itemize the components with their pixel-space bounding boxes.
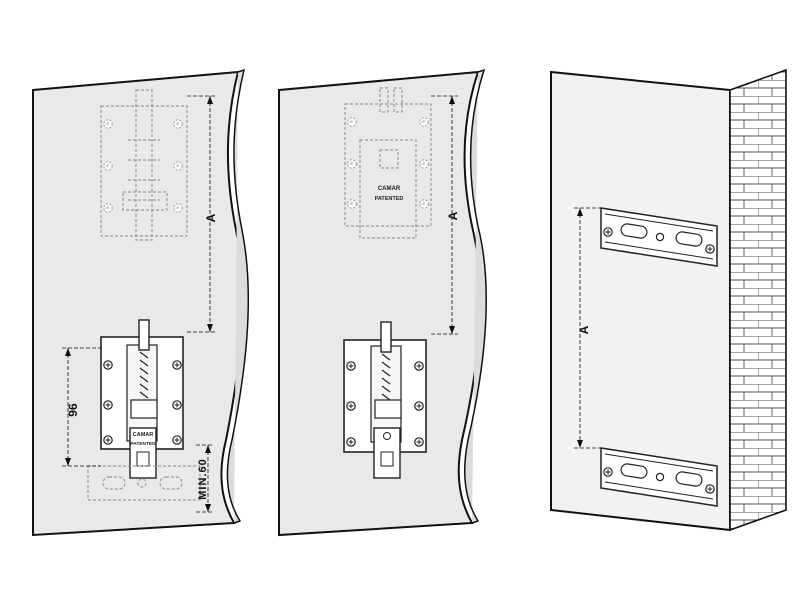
mounted-hanger-left: CAMAR PATENTED xyxy=(100,319,184,479)
dimension-a-left: A xyxy=(187,95,218,333)
ghost-hanger-middle xyxy=(344,87,432,239)
rail-top xyxy=(600,207,718,267)
dimension-min60-label: MIN.60 xyxy=(197,458,209,499)
dimension-min60: MIN.60 xyxy=(196,444,214,513)
rail-bottom xyxy=(600,447,718,507)
ghost-hanger-left xyxy=(100,89,188,241)
panel-left: CAMAR PATENTED A 96 MIN.60 xyxy=(32,68,250,537)
brick-wall xyxy=(729,68,787,532)
mounted-hanger-middle xyxy=(343,321,427,479)
panel-left-edge xyxy=(226,68,250,524)
dimension-96: 96 xyxy=(62,347,101,467)
dimension-96-label: 96 xyxy=(66,403,80,417)
patented-label-ghost-middle: PATENTED xyxy=(375,196,404,202)
patented-label-left: PATENTED xyxy=(130,441,156,447)
dimension-a-label-left: A xyxy=(204,213,218,222)
dimension-a-middle: A xyxy=(431,95,460,335)
dimension-a-wall: A xyxy=(574,207,601,449)
panel-wall: A xyxy=(550,68,787,532)
dimension-a-label-wall: A xyxy=(577,325,591,334)
brand-label-ghost-middle: CAMAR xyxy=(378,186,401,192)
brand-label-left: CAMAR xyxy=(133,432,153,438)
panel-middle: CAMAR PATENTED A xyxy=(278,68,487,537)
ghost-rail-left xyxy=(87,465,201,501)
panel-middle-edge xyxy=(463,68,487,524)
dimension-a-label-middle: A xyxy=(446,211,460,220)
